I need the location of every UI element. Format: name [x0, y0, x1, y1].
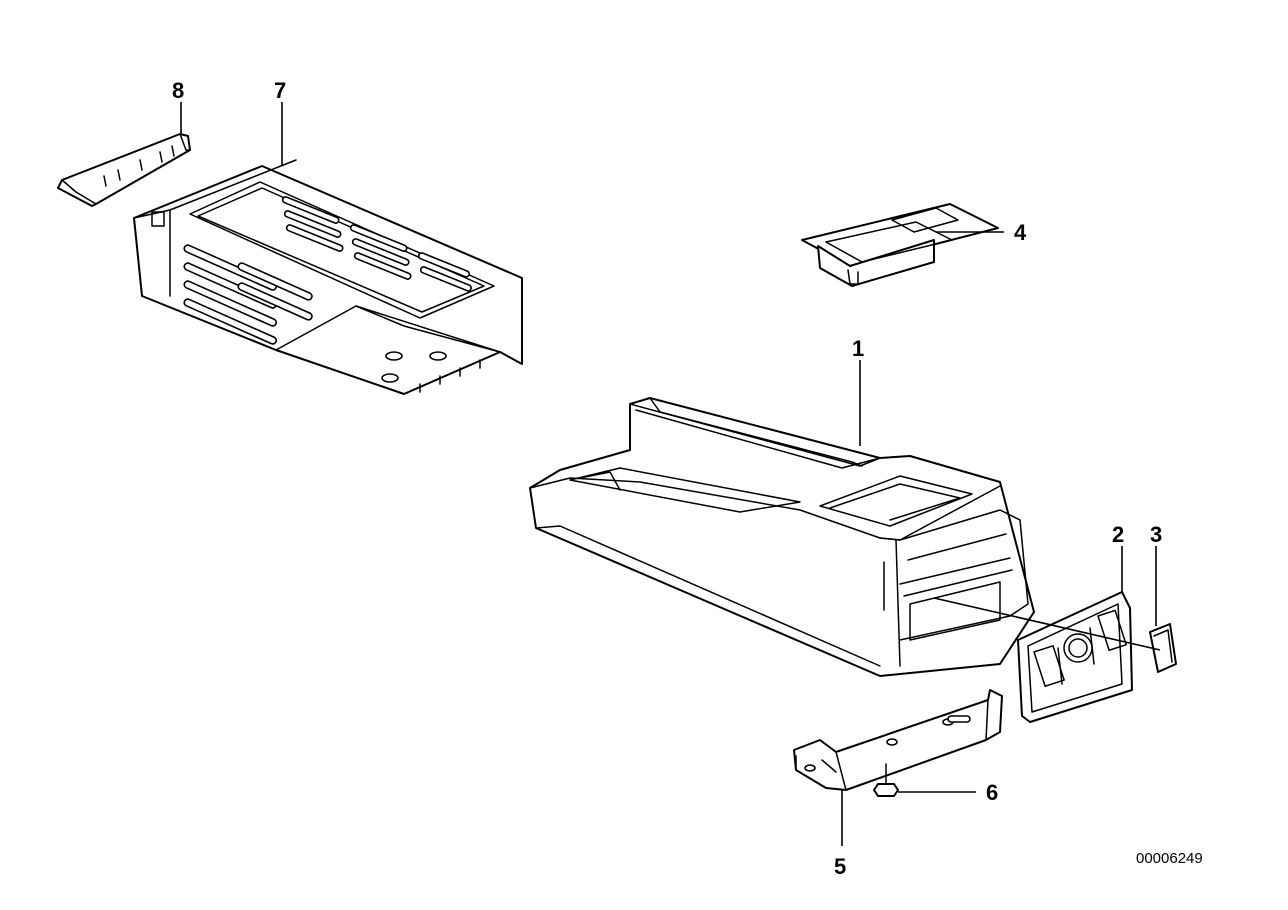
leader-lines — [180, 102, 1161, 846]
part-2-switch-panel[interactable] — [1017, 591, 1133, 723]
part-8-cover-strip[interactable] — [57, 133, 191, 207]
drawing-number: 00006249 — [1136, 850, 1203, 867]
callout-8: 8 — [172, 78, 184, 103]
callout-4: 4 — [1014, 220, 1027, 245]
callout-2: 2 — [1112, 522, 1124, 547]
part-4-insert-tray[interactable] — [801, 203, 999, 287]
part-1-centre-console[interactable] — [529, 397, 1035, 677]
part-7-bracket-cage[interactable] — [133, 159, 523, 395]
callout-5: 5 — [834, 854, 846, 879]
part-6-screw[interactable] — [873, 763, 899, 797]
callout-labels: 8 7 4 1 2 3 6 5 — [172, 78, 1162, 879]
callout-3: 3 — [1150, 522, 1162, 547]
part-3-blank-cap[interactable] — [1149, 623, 1177, 673]
part-5-mounting-bracket[interactable] — [793, 689, 1003, 791]
callout-1: 1 — [852, 336, 864, 361]
callout-6: 6 — [986, 780, 998, 805]
callout-7: 7 — [274, 78, 286, 103]
